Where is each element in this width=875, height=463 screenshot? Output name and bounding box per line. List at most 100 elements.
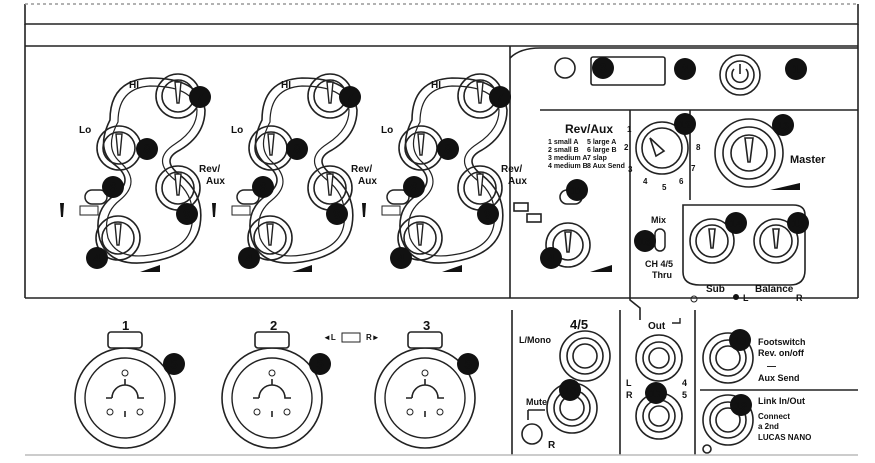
dial-num-8: 8 — [696, 143, 701, 152]
svg-text:8: 8 — [293, 142, 300, 157]
hi-knob-pointer — [174, 81, 182, 104]
gain-knob-pointer — [416, 223, 424, 246]
dial-num-6: 6 — [679, 177, 684, 186]
master-knob[interactable] — [714, 118, 784, 188]
mic-line-switch[interactable] — [84, 189, 108, 205]
ch45-gain-knob[interactable] — [545, 222, 591, 268]
rev-aux-selector-knob[interactable] — [635, 121, 689, 175]
mute-button[interactable] — [521, 423, 543, 445]
preset-8: 8 Aux Send — [587, 163, 625, 170]
mic-line-switch[interactable] — [386, 189, 410, 205]
balance-knob[interactable] — [753, 218, 799, 264]
svg-text:7: 7 — [346, 90, 353, 105]
rev-aux-label-1: Rev/ — [501, 164, 522, 175]
callout-badge-10: 10 — [559, 379, 581, 401]
svg-text:12: 12 — [679, 120, 691, 132]
ch45-l-jack[interactable] — [559, 330, 611, 382]
footswitch-label-4: Aux Send — [758, 373, 800, 383]
svg-text:9: 9 — [183, 207, 190, 222]
link-jack[interactable] — [702, 394, 754, 446]
svg-text:4: 4 — [93, 251, 101, 266]
out-l-label: L — [626, 378, 632, 388]
gain-knob[interactable] — [247, 215, 293, 261]
mute-label: Mute — [526, 397, 547, 407]
svg-text:15: 15 — [792, 219, 804, 231]
callout-badge-17: 17 — [645, 382, 667, 404]
callout-badge-9: 9 — [477, 203, 499, 225]
ch2-l-label: ◄L — [323, 333, 336, 342]
ch2-r-label: R► — [366, 333, 380, 342]
rev-aux-knob-pointer — [476, 173, 484, 196]
preset-2: 2 small B — [548, 147, 579, 154]
rev-aux-label-2: Aux — [358, 176, 377, 187]
callout-badge-6: 6 — [252, 176, 274, 198]
line-icon — [381, 205, 401, 216]
rev-aux-title: Rev/Aux — [565, 122, 613, 136]
line-icon — [231, 205, 251, 216]
lo-knob-pointer — [267, 133, 275, 156]
svg-text:5: 5 — [170, 357, 177, 372]
ch45-thru-label-1: CH 4/5 — [645, 259, 673, 269]
xlr-combo-jack-2[interactable] — [221, 331, 323, 449]
callout-badge-12: 12 — [674, 113, 696, 135]
callout-badge-4: 4 — [390, 247, 412, 269]
gain-knob[interactable] — [397, 215, 443, 261]
callout-badge-5: 5 — [163, 353, 185, 375]
mix-label: Mix — [651, 215, 666, 225]
gain-wedge — [292, 265, 312, 272]
svg-text:5: 5 — [464, 357, 471, 372]
callout-badge-3: 3 — [592, 57, 614, 79]
gain-knob-pointer — [266, 223, 274, 246]
rev-aux-label-2: Aux — [206, 176, 225, 187]
callout-badge-7: 7 — [339, 86, 361, 108]
dial-num-4: 4 — [643, 177, 648, 186]
svg-text:8: 8 — [444, 142, 451, 157]
lo-knob-ring — [102, 131, 136, 165]
preset-6: 6 large B — [587, 147, 617, 154]
callout-badge-8: 8 — [286, 138, 308, 160]
input-number-3: 3 — [423, 318, 430, 333]
callout-badge-4: 4 — [540, 247, 562, 269]
input-number-2: 2 — [270, 318, 277, 333]
gain-knob[interactable] — [95, 215, 141, 261]
mix-switch[interactable] — [654, 228, 666, 252]
callout-badge-1: 1 — [785, 58, 807, 80]
callout-badge-15: 15 — [787, 212, 809, 234]
svg-text:6: 6 — [259, 180, 266, 195]
footswitch-jack[interactable] — [702, 332, 754, 384]
callout-badge-5: 5 — [457, 353, 479, 375]
rev-aux-knob-pointer — [326, 173, 334, 196]
svg-text:6: 6 — [410, 180, 417, 195]
panel-outline — [24, 3, 859, 456]
lo-label: Lo — [231, 125, 243, 136]
out-io: Out L R 4 5 — [626, 318, 687, 440]
gain-knob-pointer — [114, 223, 122, 246]
svg-text:9: 9 — [484, 207, 491, 222]
line-icon — [79, 205, 99, 216]
lo-label: Lo — [79, 125, 91, 136]
balance-l-label: L — [743, 293, 749, 303]
dial-num-7: 7 — [691, 164, 696, 173]
callout-badge-18: 18 — [729, 329, 751, 351]
svg-text:1: 1 — [792, 62, 799, 77]
svg-text:7: 7 — [196, 90, 203, 105]
rev-aux-knob-ring — [463, 171, 497, 205]
footswitch-link-io: Footswitch Rev. on/off — Aux Send Link I… — [702, 332, 811, 454]
ch45-label: 4/5 — [570, 317, 588, 332]
master-section: Master — [714, 118, 826, 190]
callout-badge-4: 4 — [238, 247, 260, 269]
xlr-combo-jack-1[interactable] — [74, 331, 176, 449]
rev-aux-label-1: Rev/ — [351, 164, 372, 175]
svg-text:13: 13 — [777, 121, 789, 133]
xlr-combo-jack-3[interactable] — [374, 331, 476, 449]
rev-aux-dial-numbers: 1 2 3 4 5 6 7 8 — [624, 125, 701, 192]
input-number-1: 1 — [122, 318, 129, 333]
power-button[interactable] — [719, 54, 761, 96]
preset-5: 5 large A — [587, 139, 616, 146]
sub-knob[interactable] — [689, 218, 735, 264]
svg-text:6: 6 — [109, 180, 116, 195]
out-jack-1[interactable] — [635, 334, 683, 382]
callout-badge-11: 11 — [566, 179, 588, 201]
callout-badge-7: 7 — [489, 86, 511, 108]
